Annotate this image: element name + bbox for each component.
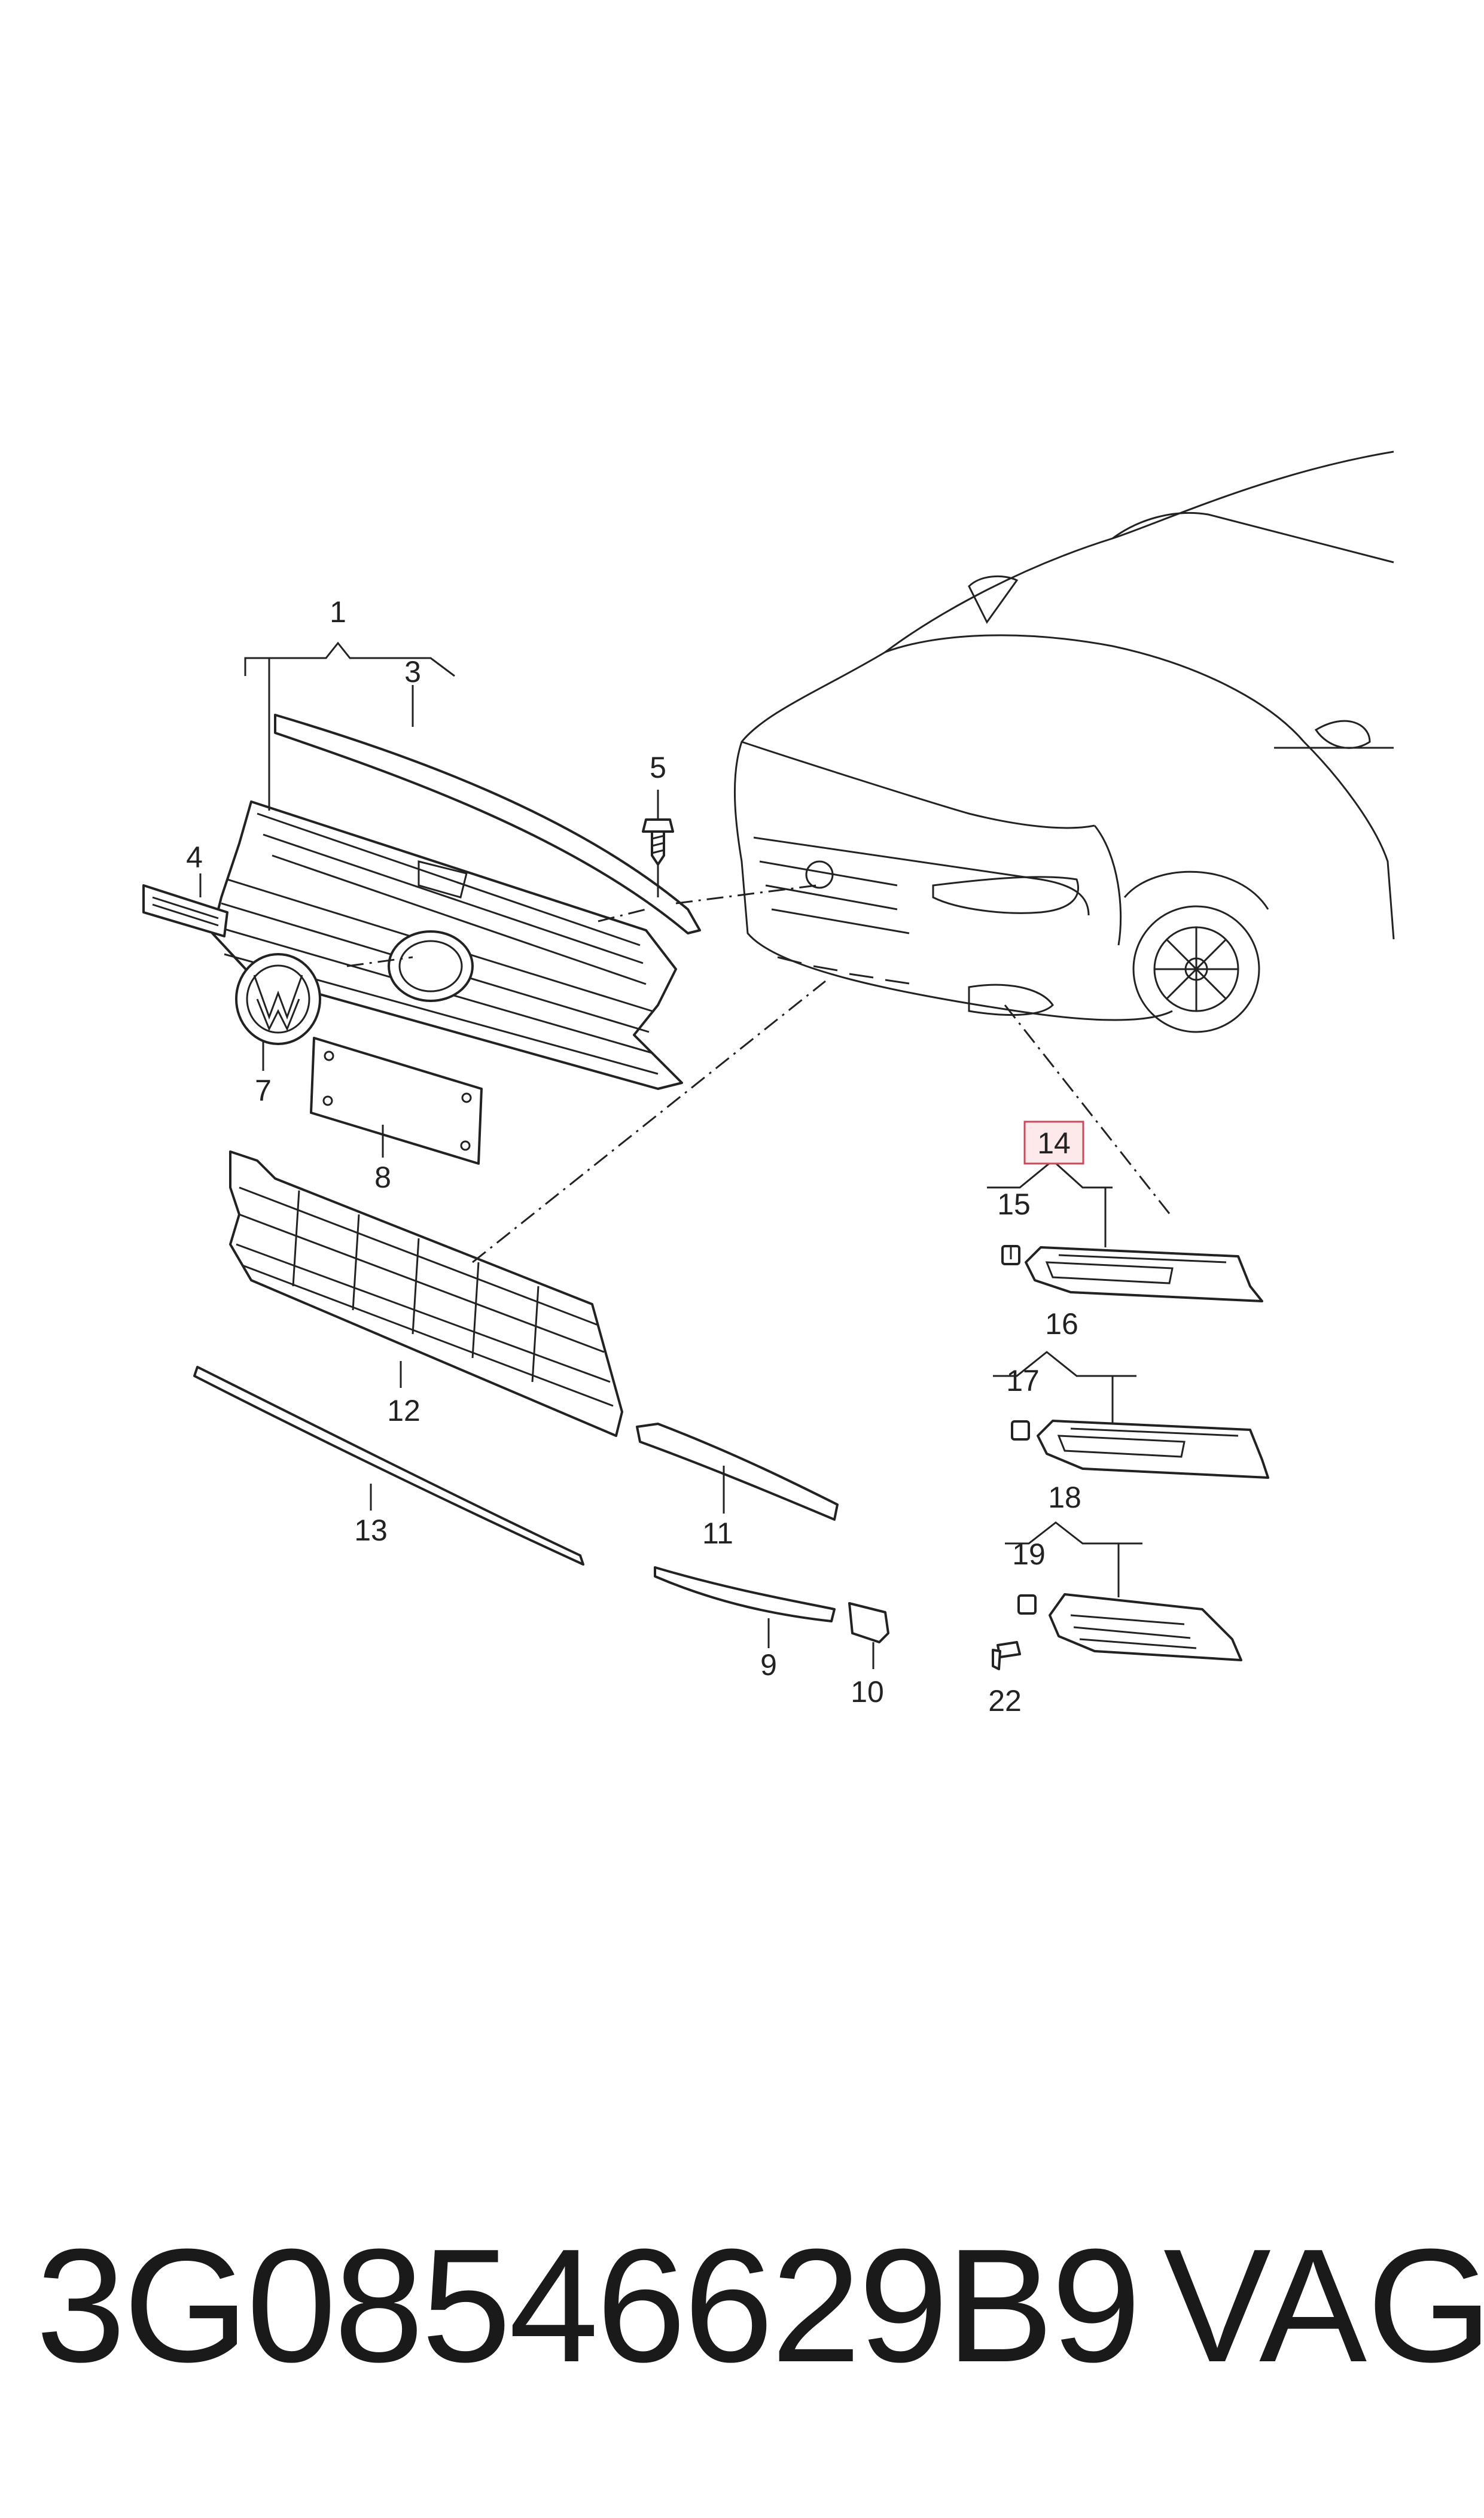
lower-trim-strip [193, 1366, 584, 1566]
callout-22: 22 [988, 1684, 1022, 1718]
upper-grille [211, 800, 683, 1090]
callout-7: 7 [255, 1074, 272, 1107]
leader-lines [199, 641, 1142, 1669]
callout-3: 3 [404, 655, 421, 689]
callout-4: 4 [186, 841, 203, 874]
bumper-trim-upper [636, 1423, 839, 1521]
clip [848, 1602, 889, 1643]
callout-19: 19 [1012, 1537, 1046, 1571]
vehicle-outline [733, 450, 1395, 1033]
callout-13: 13 [354, 1514, 388, 1547]
callout-labels: 1 3 4 5 7 8 12 13 11 9 10 14 15 16 17 18… [186, 595, 1081, 1718]
side-grille-16 [1011, 1420, 1269, 1479]
callout-5: 5 [650, 751, 666, 784]
vw-emblem [235, 953, 321, 1045]
callout-15: 15 [997, 1188, 1031, 1221]
highlight-box-14 [1023, 1121, 1084, 1165]
callout-12: 12 [387, 1394, 420, 1427]
callout-16: 16 [1045, 1307, 1078, 1341]
callout-1: 1 [330, 595, 346, 629]
brand-label: VAG [1163, 2216, 1484, 2396]
callout-11: 11 [702, 1517, 733, 1550]
callout-14: 14 [1037, 1126, 1071, 1160]
lower-grille [229, 1150, 623, 1437]
side-grille-18 [992, 1593, 1242, 1670]
callout-10: 10 [851, 1675, 884, 1709]
bumper-trim-lower [654, 1566, 836, 1622]
grille-trim-strip [274, 714, 701, 934]
badge-holder [142, 884, 228, 937]
license-plate-bracket [310, 1037, 483, 1165]
side-grille-14 [1001, 1245, 1263, 1302]
dashed-reference-lines [346, 884, 1174, 1263]
callout-17: 17 [1006, 1364, 1040, 1397]
screw [642, 818, 674, 866]
callout-18: 18 [1048, 1481, 1081, 1514]
part-number: 3G08546629B9 [36, 2216, 1141, 2396]
callout-8: 8 [374, 1161, 391, 1194]
callout-9: 9 [760, 1648, 777, 1682]
